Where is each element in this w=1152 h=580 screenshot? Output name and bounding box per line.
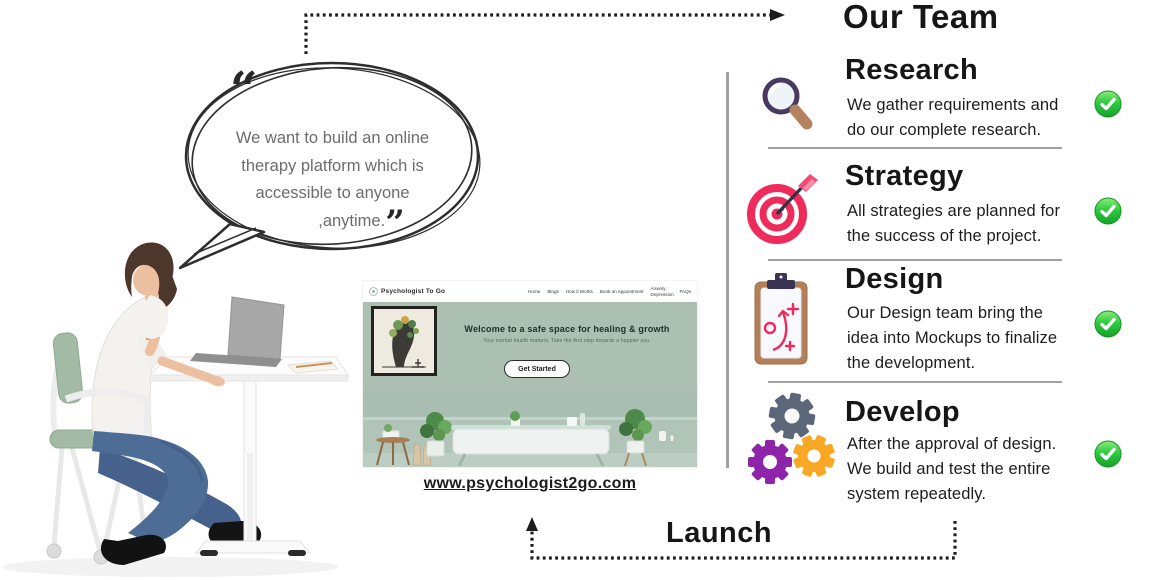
check-icon: [1094, 90, 1122, 118]
client-person-illustration: [2, 242, 349, 577]
gears-icon: [748, 392, 835, 484]
check-icon: [1094, 440, 1122, 468]
website-url-link[interactable]: www.psychologist2go.com: [423, 475, 637, 492]
quote-line: We want to build an online: [235, 129, 430, 147]
site-logo-icon: [369, 287, 378, 296]
nav-item-book-appointment[interactable]: Book an Appointment: [599, 289, 644, 294]
clipboard-icon: [754, 273, 808, 365]
steps-divider: [726, 72, 729, 468]
step-desc-develop: After the approval of design. We build a…: [847, 435, 1057, 503]
check-icon: [1094, 197, 1122, 225]
client-quote: We want to build an online therapy platf…: [205, 125, 460, 243]
get-started-button[interactable]: Get Started: [504, 360, 570, 378]
target-icon: [747, 174, 818, 244]
site-header: Psychologist To Go Home Blogs How it Wor…: [363, 281, 697, 302]
step-desc-strategy: All strategies are planned for the succe…: [847, 202, 1061, 245]
check-icon: [1094, 310, 1122, 338]
step-title-design: Design: [845, 263, 944, 295]
step-desc-design: Our Design team bring the idea into Mock…: [847, 304, 1058, 372]
launch-dotted-arrow: [526, 517, 957, 560]
quote-line: therapy platform which is: [241, 156, 424, 175]
hero-title: Welcome to a safe space for healing & gr…: [464, 324, 670, 334]
step-title-research: Research: [845, 54, 978, 86]
step-separator: [768, 259, 1062, 261]
site-nav: Home Blogs How it Works Book an Appointm…: [528, 286, 691, 298]
top-dotted-arrow: [304, 9, 785, 54]
step-separator: [768, 147, 1062, 149]
site-interior-scene: [363, 391, 697, 467]
website-screenshot: Psychologist To Go Home Blogs How it Wor…: [363, 281, 697, 467]
step-separator: [768, 381, 1062, 383]
speech-bubble: [178, 61, 481, 270]
nav-item-anxiety-depression[interactable]: Anxiety Depression: [650, 285, 674, 297]
magnifier-icon: [762, 77, 813, 130]
nav-item-home[interactable]: Home: [528, 289, 541, 294]
step-desc-research: We gather requirements and do our comple…: [847, 96, 1059, 139]
step-title-strategy: Strategy: [845, 160, 964, 192]
nav-item-how-it-works[interactable]: How it Works: [565, 289, 593, 294]
hero-artwork: [371, 306, 437, 376]
site-brand: Psychologist To Go: [381, 288, 446, 295]
laptop-icon: [227, 296, 285, 360]
site-hero: Welcome to a safe space for healing & gr…: [363, 302, 697, 391]
nav-item-blogs[interactable]: Blogs: [547, 289, 559, 294]
step-title-develop: Develop: [845, 396, 960, 428]
quote-line: accessible to anyone: [255, 184, 410, 202]
launch-title: Launch: [666, 517, 773, 549]
open-quote-icon: “: [230, 62, 258, 118]
hero-subtitle: Your mental health matters, Take the fir…: [483, 338, 651, 344]
our-team-title: Our Team: [843, 0, 999, 35]
quote-line: ,anytime.”: [318, 202, 405, 243]
nav-item-faqs[interactable]: FAQs: [679, 289, 692, 294]
close-quote-icon: ”: [385, 202, 405, 243]
